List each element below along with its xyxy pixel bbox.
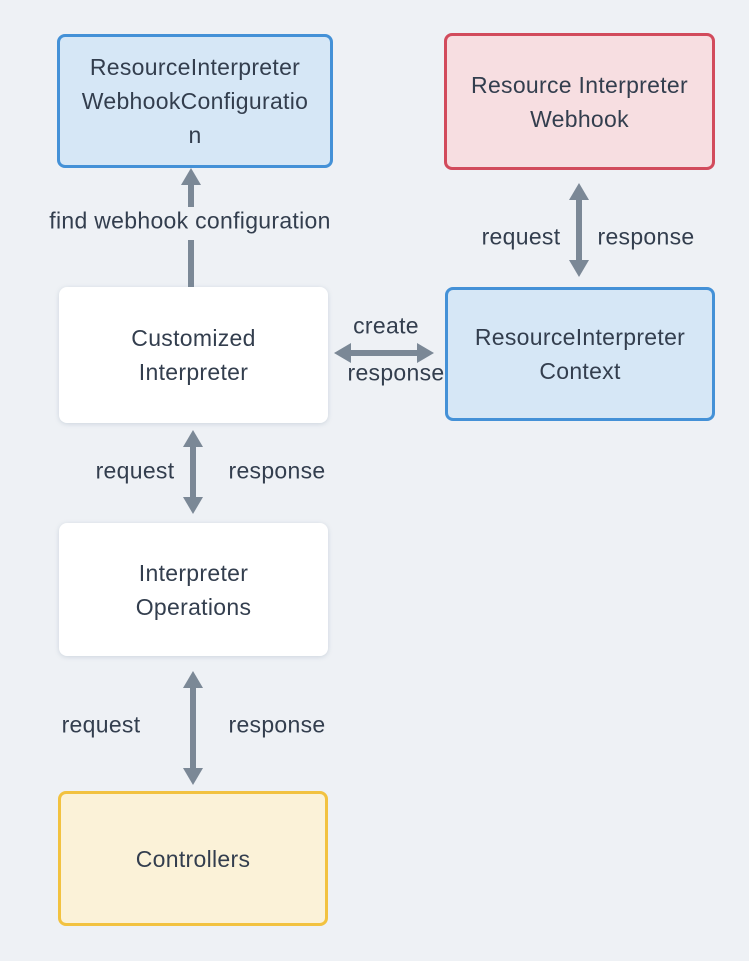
edge-label-find-webhook-configuration: find webhook configuration: [49, 207, 331, 234]
edge-label-webhook-request: request: [481, 223, 561, 250]
edge-label-controllers-request: request: [61, 711, 141, 738]
node-label: Interpreter Operations: [135, 559, 252, 620]
arrowhead-down-icon: [569, 260, 589, 277]
arrow-operations-controllers: [183, 671, 203, 785]
arrow-customized-context: [334, 343, 434, 363]
arrowhead-down-icon: [183, 497, 203, 514]
node-controllers: Controllers: [58, 791, 328, 926]
node-label: Resource Interpreter Webhook: [471, 71, 688, 132]
arrowhead-right-icon: [417, 343, 434, 363]
node-customized-interpreter: Customized Interpreter: [59, 287, 328, 423]
edge-label-controllers-response: response: [228, 711, 326, 738]
edge-label-webhook-response: response: [597, 223, 695, 250]
node-label: ResourceInterpreter Context: [474, 324, 686, 384]
node-label: Customized Interpreter: [131, 325, 256, 385]
arrowhead-up-icon: [183, 430, 203, 447]
edge-label-operations-response: response: [228, 457, 326, 484]
arrow-find-webhook-configuration: [181, 168, 201, 287]
edge-label-create-response: response: [347, 359, 445, 386]
arrowhead-up-icon: [183, 671, 203, 688]
node-resource-interpreter-webhook: Resource Interpreter Webhook: [444, 33, 715, 170]
node-resource-interpreter-webhook-configuration: ResourceInterpreter WebhookConfiguratio …: [57, 34, 333, 168]
arrowhead-down-icon: [183, 768, 203, 785]
arrowhead-left-icon: [334, 343, 351, 363]
arrow-webhook-context: [569, 183, 589, 277]
edge-label-create: create: [353, 312, 419, 339]
node-resource-interpreter-context: ResourceInterpreter Context: [445, 287, 715, 421]
arrowhead-up-icon: [569, 183, 589, 200]
node-label: Controllers: [135, 845, 251, 872]
arrow-customized-operations: [183, 430, 203, 514]
node-interpreter-operations: Interpreter Operations: [59, 523, 328, 656]
arrowhead-up-icon: [181, 168, 201, 185]
edge-label-operations-request: request: [95, 457, 175, 484]
node-label: ResourceInterpreter WebhookConfiguratio …: [81, 54, 309, 148]
